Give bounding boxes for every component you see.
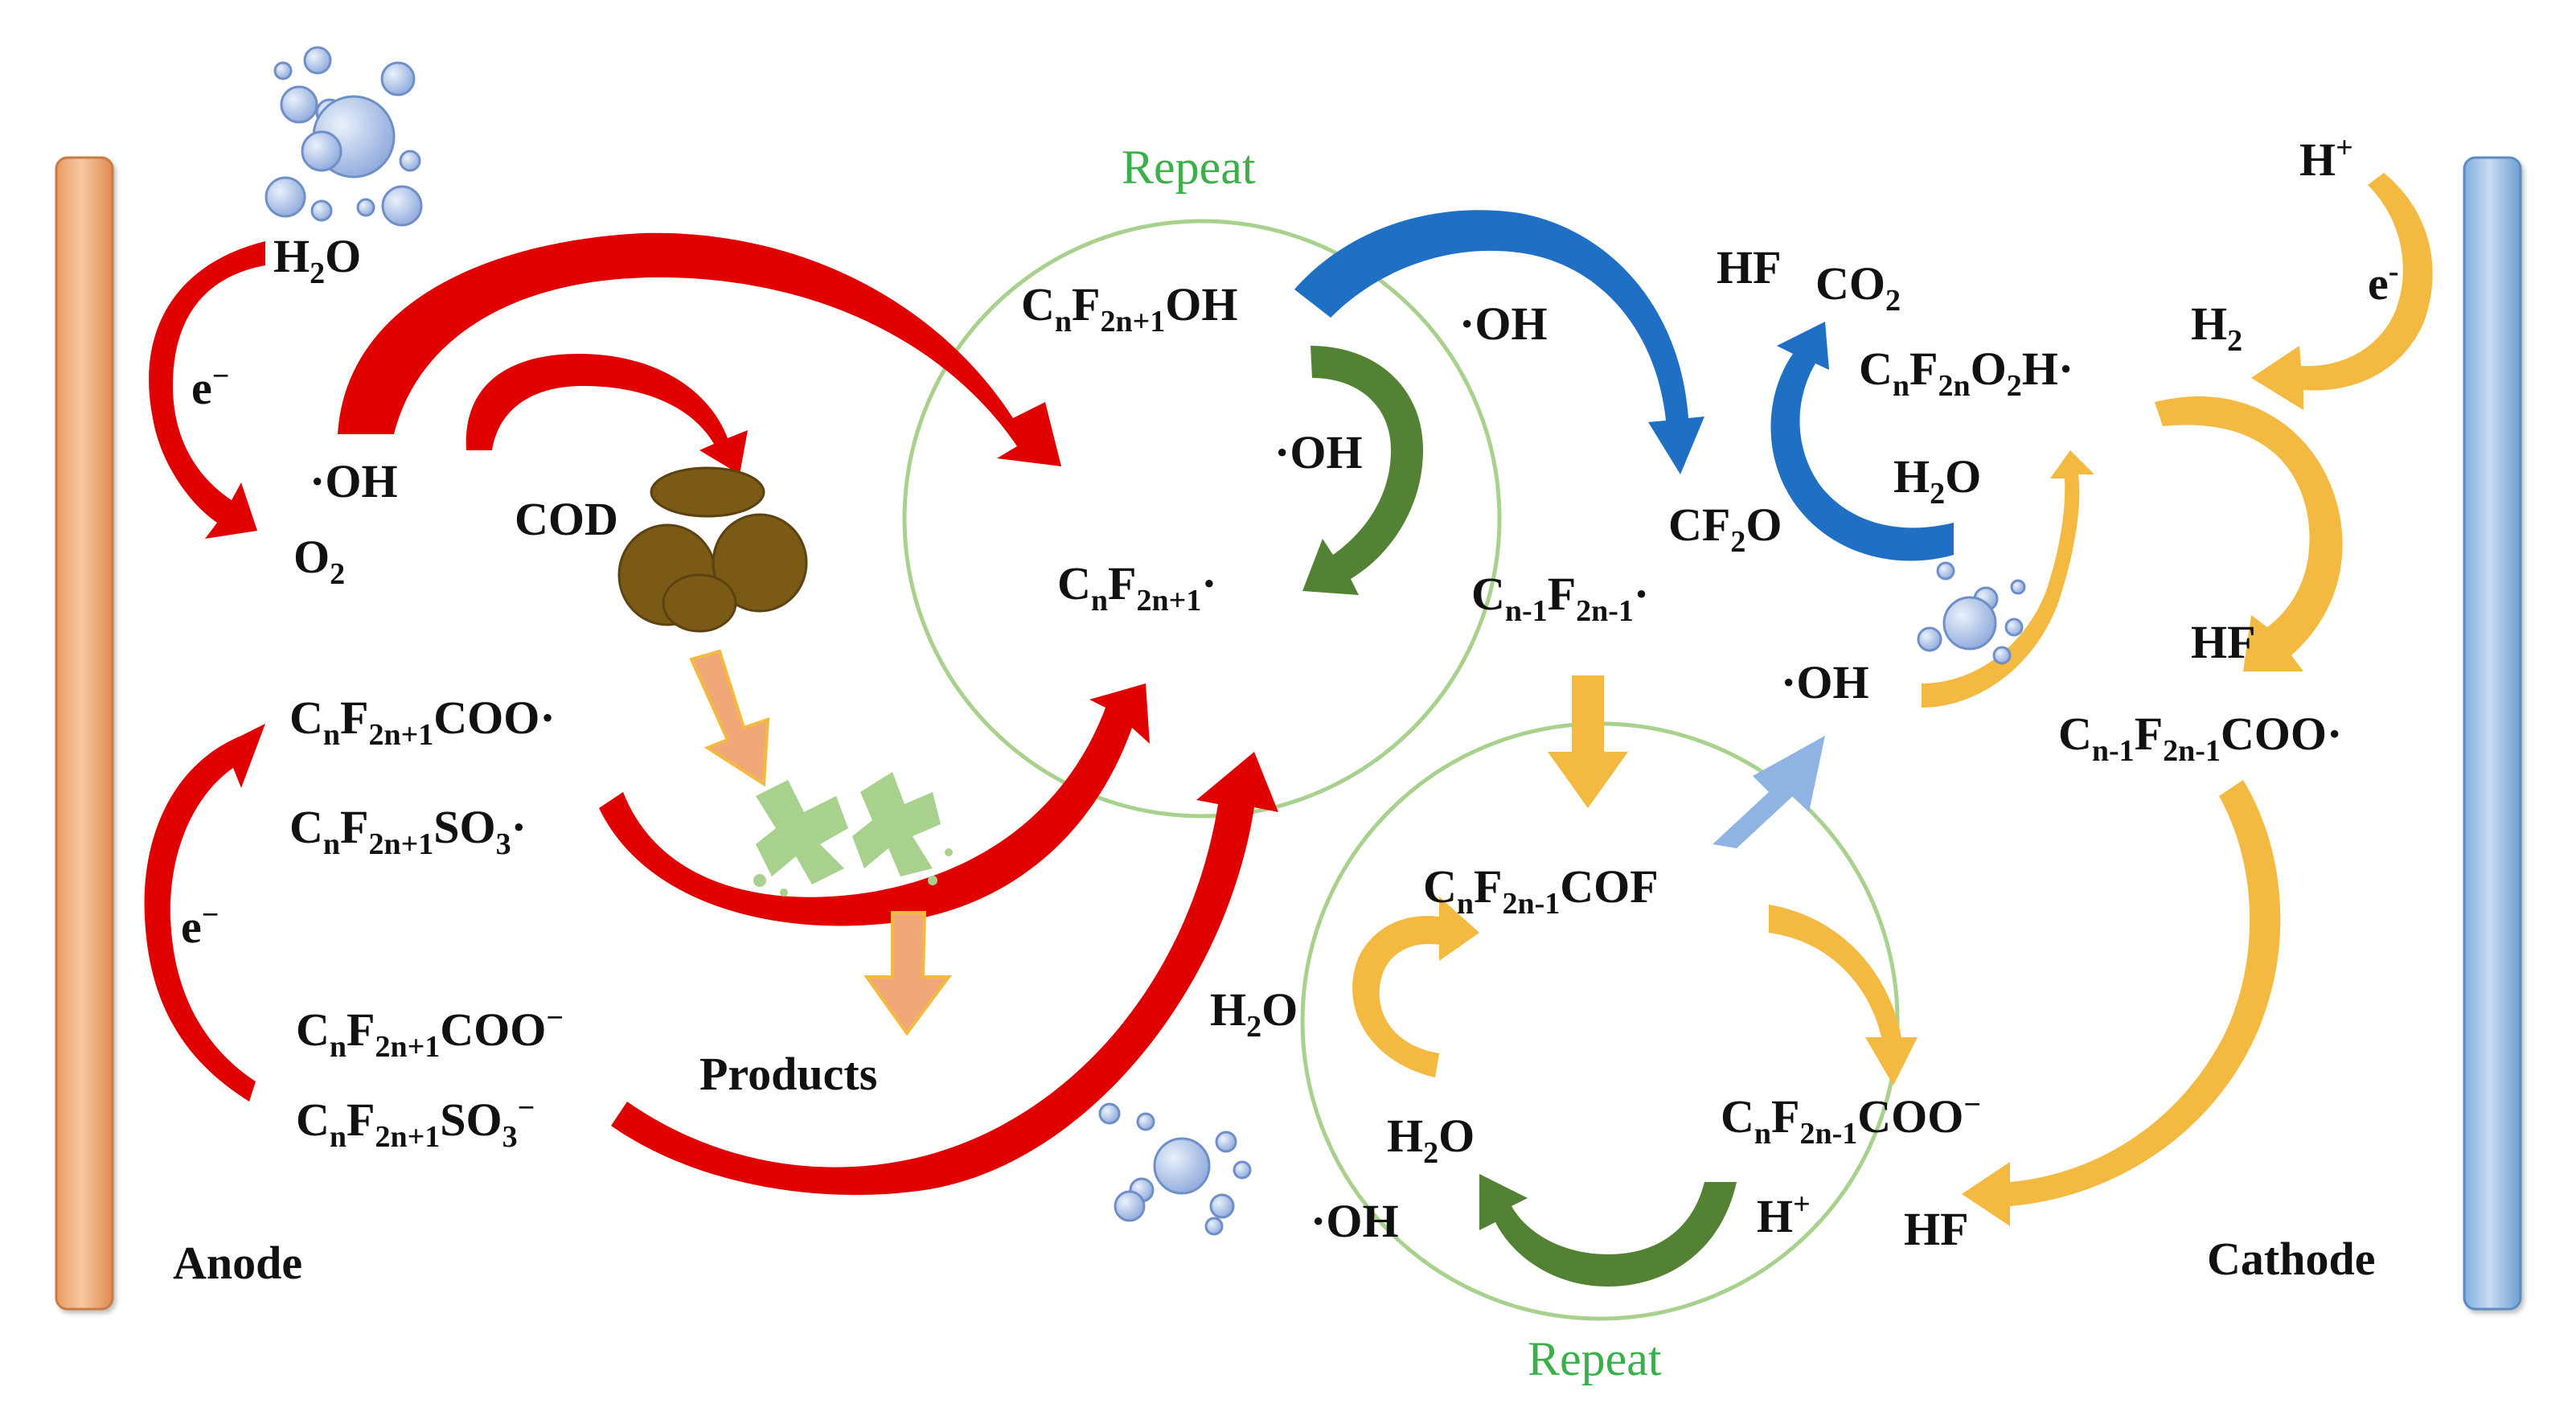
- radical-so3-label: CnF2n+1SO3·: [289, 801, 527, 861]
- gold-arrow-down: [1548, 675, 1628, 808]
- red-arrow-oh-to-cycle: [338, 232, 1061, 466]
- cathode-label: Cathode: [2207, 1233, 2375, 1285]
- hf-right-label: HF: [2191, 616, 2256, 668]
- anion-coo-label: CnF2n+1COO−: [296, 1001, 564, 1064]
- green-arrows: [1302, 346, 1737, 1287]
- peach-arrow-fragments-to-products: [863, 911, 952, 1036]
- e-right-label: e-: [2368, 255, 2398, 310]
- cathode-electrode: [2463, 156, 2522, 1311]
- h2o-anode-label: H2O: [273, 230, 361, 290]
- oxygen-bubbles-icon: [265, 46, 423, 227]
- o2-anode-label: O2: [293, 531, 345, 591]
- product-fragments-icon: [753, 772, 953, 897]
- light-blue-arrow: [1713, 736, 1825, 848]
- acyl-fluoride-label: CnF2n-1COF: [1423, 860, 1659, 921]
- perfluoroalkyl-radical-label: CnF2n+1·: [1057, 557, 1217, 618]
- anion-so3-label: CnF2n+1SO3−: [296, 1091, 535, 1154]
- red-arrow-e-top: [149, 241, 265, 539]
- green-arrow-cycle-bottom: [1479, 1174, 1737, 1287]
- blue-arrow-right-loop: [1770, 322, 1954, 561]
- red-arrows: [144, 232, 1278, 1196]
- text-labels: Repeat Repeat Anode Cathode Products COD…: [173, 131, 2398, 1385]
- gold-arrow-c2-left: [1352, 897, 1479, 1077]
- shortened-carboxyl-radical-label: Cn-1F2n-1COO·: [2058, 708, 2342, 768]
- oh-anode-label: ·OH: [310, 455, 398, 507]
- blue-arrows: [1294, 210, 1954, 561]
- cod-label: COD: [515, 493, 618, 545]
- e-top-label: e−: [191, 359, 229, 414]
- red-arrow-oh-to-cod: [466, 354, 748, 474]
- h2-label: H2: [2191, 298, 2242, 358]
- h-plus-cycle-bottom-label: H+: [1757, 1188, 1811, 1242]
- shortened-radical-label: Cn-1F2n-1·: [1471, 568, 1649, 628]
- e-bottom-label: e−: [181, 898, 219, 953]
- red-arrow-radical-to-cycle: [599, 683, 1150, 926]
- oh-cycle-bottom-label: ·OH: [1311, 1195, 1399, 1247]
- co2-label: CO2: [1815, 257, 1901, 318]
- hf-bottom-label: HF: [1904, 1203, 1969, 1255]
- repeat-top-label: Repeat: [1122, 141, 1256, 194]
- red-arrow-anion-to-cycle: [611, 752, 1278, 1196]
- anode-electrode: [55, 156, 114, 1311]
- oh-mid-label: ·OH: [1459, 298, 1548, 350]
- anode-label: Anode: [173, 1237, 302, 1289]
- oh-cycle-top-label: ·OH: [1274, 426, 1363, 478]
- oxygen-bubbles-icon-right: [1917, 561, 2026, 665]
- cycle-circle-top: [902, 219, 1502, 819]
- oxygen-bubbles-icon-bottom: [1098, 1102, 1252, 1236]
- repeat-bottom-label: Repeat: [1528, 1332, 1662, 1385]
- blue-arrow-top: [1294, 210, 1704, 474]
- products-label: Products: [699, 1048, 877, 1100]
- hf-top-label: HF: [1717, 241, 1782, 293]
- radical-coo-label: CnF2n+1COO·: [289, 692, 556, 752]
- peach-arrows: [689, 649, 952, 1036]
- h-plus-top-label: H+: [2299, 131, 2353, 186]
- cod-pollutant-icon: [617, 466, 808, 633]
- green-arrow-cycle-top: [1302, 346, 1423, 595]
- perfluoroalcohol-label: CnF2n+1OH: [1021, 278, 1238, 339]
- gold-arrow-h-plus-e: [2251, 173, 2433, 410]
- gold-arrow-c2-right: [1769, 905, 1918, 1086]
- h2o-cycle-bottom-left-label: H2O: [1210, 983, 1298, 1044]
- h2o-cycle-bottom-inner-label: H2O: [1387, 1110, 1475, 1170]
- peroxy-radical-label: CnF2nO2H·: [1859, 343, 2074, 403]
- oh-right-label: ·OH: [1781, 656, 1869, 708]
- red-arrow-e-bottom: [144, 724, 265, 1102]
- h2o-right-label: H2O: [1893, 450, 1981, 511]
- gold-arrow-h2-to-hf: [2155, 396, 2343, 671]
- cf2o-label: CF2O: [1668, 499, 1782, 559]
- shortened-carboxylate-label: CnF2n-1COO−: [1721, 1088, 1981, 1151]
- peach-arrow-cod-to-fragments: [689, 649, 770, 787]
- gold-arrow-coo-to-hf: [1962, 780, 2281, 1226]
